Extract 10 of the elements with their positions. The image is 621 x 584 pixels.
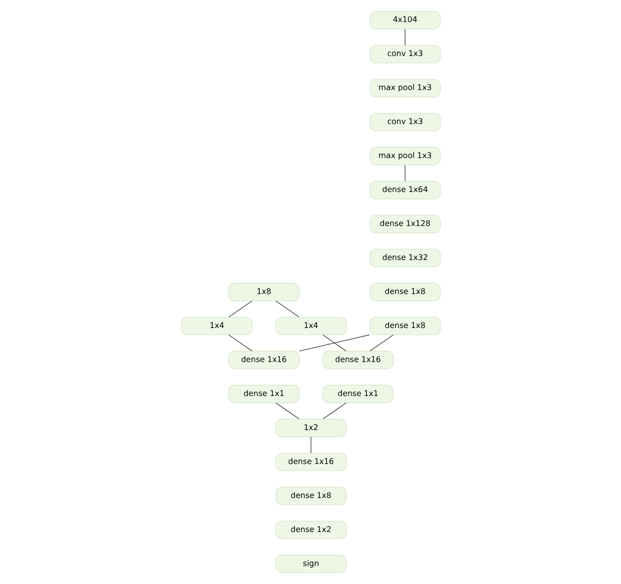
connector — [298, 334, 370, 352]
connector — [275, 402, 299, 420]
connector — [228, 334, 252, 352]
connector — [275, 300, 299, 318]
connector — [228, 300, 252, 318]
connector — [404, 28, 405, 46]
connector — [322, 402, 346, 420]
connector — [322, 334, 346, 352]
connector — [310, 436, 311, 454]
connector — [404, 164, 405, 182]
